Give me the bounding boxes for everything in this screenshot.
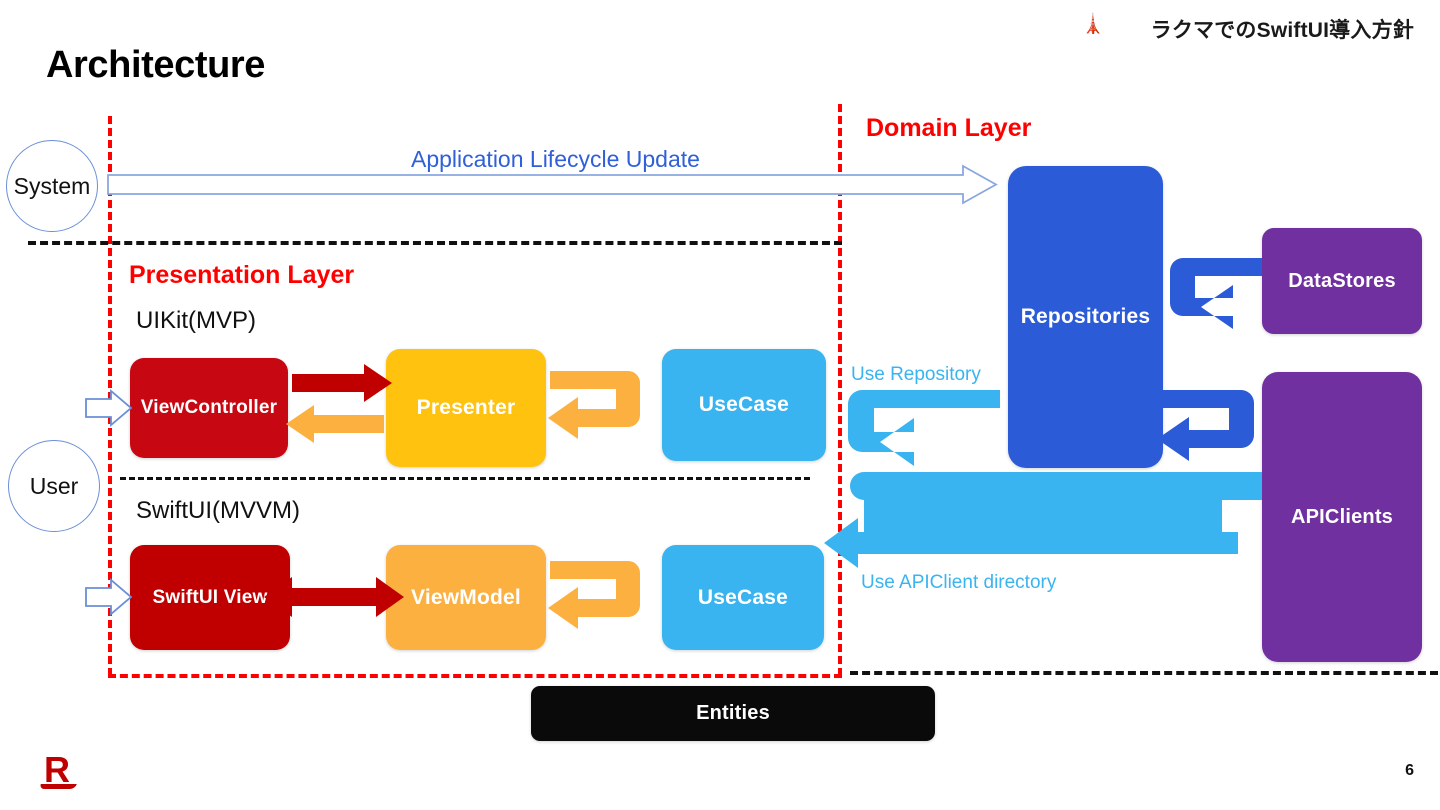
node-view-controller: ViewController (130, 358, 288, 458)
actor-user: User (8, 440, 100, 532)
page-number: 6 (1405, 762, 1414, 779)
rakuten-logo-swoosh (39, 784, 77, 789)
node-repositories: Repositories (1008, 166, 1163, 468)
uikit-section-label: UIKit(MVP) (136, 307, 256, 334)
rakuten-logo: R (44, 749, 70, 790)
node-entities: Entities (531, 686, 935, 741)
node-apiclients: APIClients (1262, 372, 1422, 662)
presentation-layer-left-border (108, 116, 112, 676)
node-usecase-mvvm: UseCase (662, 545, 824, 650)
arrow-use-repository-loop (848, 390, 1000, 466)
domain-layer-bottom-border (850, 671, 1438, 675)
swiftui-section-label: SwiftUI(MVVM) (136, 497, 300, 524)
use-apiclient-annotation: Use APIClient directory (861, 572, 1057, 593)
node-swiftui-view: SwiftUI View (130, 545, 290, 650)
use-repository-annotation: Use Repository (851, 364, 981, 385)
lifecycle-annotation: Application Lifecycle Update (411, 146, 700, 172)
arrow-repositories-apiclients-loop (1157, 390, 1254, 461)
arrow-viewcontroller-to-presenter (292, 364, 392, 402)
presentation-layer-right-border (838, 104, 842, 676)
deck-title: ラクマでのSwiftUI導入方針 (1150, 19, 1414, 42)
rocket-icon: 🗼 (1081, 14, 1105, 35)
domain-layer-label: Domain Layer (866, 114, 1032, 142)
arrow-use-apiclient-loop (824, 472, 1262, 568)
arrow-presenter-usecase-loop (548, 371, 640, 439)
node-usecase-mvp: UseCase (662, 349, 826, 461)
mvp-mvvm-divider (120, 477, 810, 480)
node-datastores: DataStores (1262, 228, 1422, 334)
arrow-datastores-to-repositories-loop (1170, 258, 1262, 329)
page-title: Architecture (46, 44, 266, 86)
system-divider (28, 241, 842, 245)
presentation-layer-label: Presentation Layer (129, 261, 355, 289)
arrow-presenter-to-viewcontroller (286, 405, 384, 443)
node-view-model: ViewModel (386, 545, 546, 650)
actor-system: System (6, 140, 98, 232)
arrow-viewmodel-usecase-loop (548, 561, 640, 629)
presentation-layer-bottom-border (108, 674, 842, 678)
node-presenter: Presenter (386, 349, 546, 467)
